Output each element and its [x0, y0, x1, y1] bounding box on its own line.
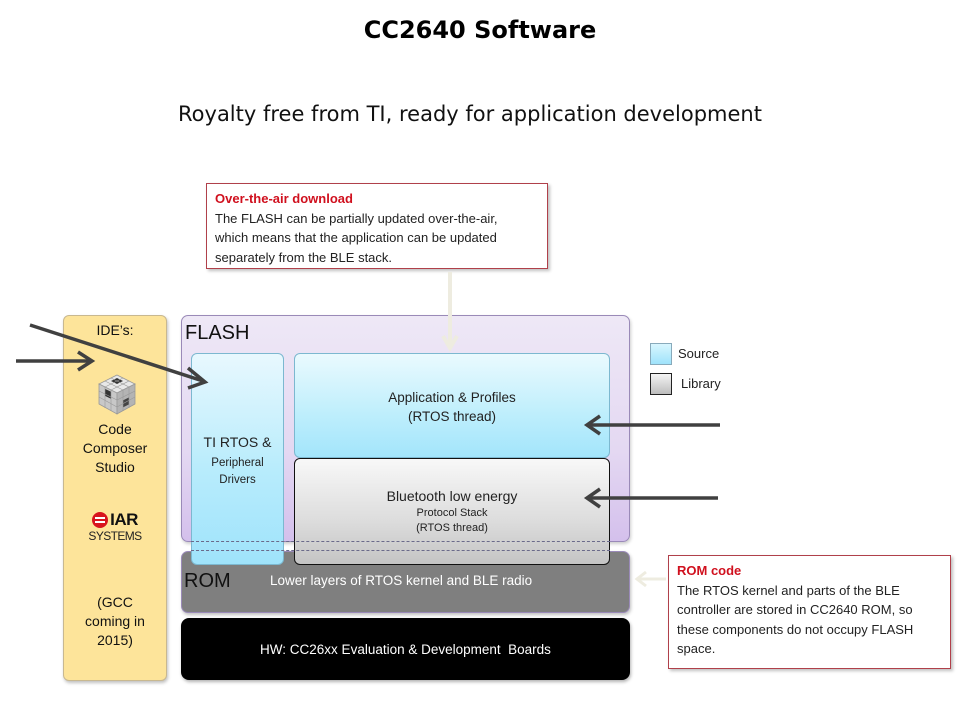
ble-stack-block: Bluetooth low energy Protocol Stack (RTO…: [294, 458, 610, 565]
ti-rtos-title: TI RTOS &: [203, 434, 272, 450]
rom-label: ROM: [184, 570, 231, 592]
flash-boundary-dashed-line: [191, 541, 610, 542]
legend-source-swatch: [650, 343, 672, 365]
ti-rtos-subtitle: Peripheral Drivers: [192, 455, 283, 489]
gcc-note-line: (GCC: [97, 594, 133, 610]
app-title: Application & Profiles: [388, 390, 516, 405]
flash-label: FLASH: [185, 322, 250, 344]
legend-library-label: Library: [681, 376, 721, 391]
rom-description: Lower layers of RTOS kernel and BLE radi…: [270, 573, 533, 588]
ota-callout-line: separately from the BLE stack.: [215, 249, 393, 265]
ti-rtos-subtitle-line: Drivers: [219, 474, 256, 486]
slide-title: CC2640 Software: [363, 16, 597, 44]
app-subtitle: (RTOS thread): [407, 409, 497, 424]
ccs-cube-icon: [98, 374, 136, 415]
ota-callout-line: which means that the application can be …: [215, 230, 497, 245]
hw-layer: HW: CC26xx Evaluation & Development Boar…: [181, 618, 630, 680]
ide-panel: IDE’s: Code Composer Studio IAR SYSTEMS …: [63, 315, 167, 681]
legend-source-label: Source: [678, 346, 720, 361]
rom-code-callout-title: ROM code: [677, 563, 742, 578]
ccs-label: Code Composer Studio: [64, 420, 166, 477]
rom-boundary-dashed-line: [191, 550, 610, 551]
ide-label: IDE’s:: [96, 322, 134, 338]
rom-code-callout-line: The RTOS kernel and parts of the BLE: [677, 582, 900, 598]
rom-code-arrow-icon: [634, 570, 666, 588]
gcc-note-line: coming in: [85, 613, 145, 629]
slide-subtitle: Royalty free from TI, ready for applicat…: [178, 102, 762, 126]
rom-code-callout: ROM code The RTOS kernel and parts of th…: [668, 555, 951, 669]
ble-thread-label: (RTOS thread): [416, 522, 488, 534]
iar-word: IAR: [110, 510, 138, 529]
iar-circle-icon: [92, 512, 109, 528]
ccs-label-line: Code: [98, 421, 132, 437]
ccs-label-line: Composer: [82, 440, 148, 456]
ble-subtitle: Protocol Stack: [416, 507, 488, 519]
ble-title: Bluetooth low energy: [386, 488, 518, 504]
ccs-label-line: Studio: [95, 459, 135, 475]
ota-callout-line: The FLASH can be partially updated over-…: [215, 210, 498, 226]
iar-sub: SYSTEMS: [88, 529, 142, 543]
gcc-note: (GCC coming in 2015): [64, 593, 166, 650]
iar-logo-icon: IAR SYSTEMS: [82, 510, 148, 546]
ota-callout: Over-the-air download The FLASH can be p…: [206, 183, 548, 269]
gcc-note-line: 2015): [97, 632, 133, 648]
hw-label: HW: CC26xx Evaluation & Development Boar…: [260, 641, 551, 657]
ota-callout-title: Over-the-air download: [215, 191, 353, 206]
rom-code-callout-line: space.: [677, 641, 716, 656]
legend-library-swatch: [650, 373, 672, 395]
rom-code-callout-line: these components do not occupy FLASH: [677, 621, 914, 637]
application-profiles-block: Application & Profiles (RTOS thread): [294, 353, 610, 458]
ti-rtos-subtitle-line: Peripheral: [211, 457, 264, 469]
ti-rtos-block: TI RTOS & Peripheral Drivers: [191, 353, 284, 565]
rom-code-callout-line: controller are stored in CC2640 ROM, so: [677, 602, 913, 617]
